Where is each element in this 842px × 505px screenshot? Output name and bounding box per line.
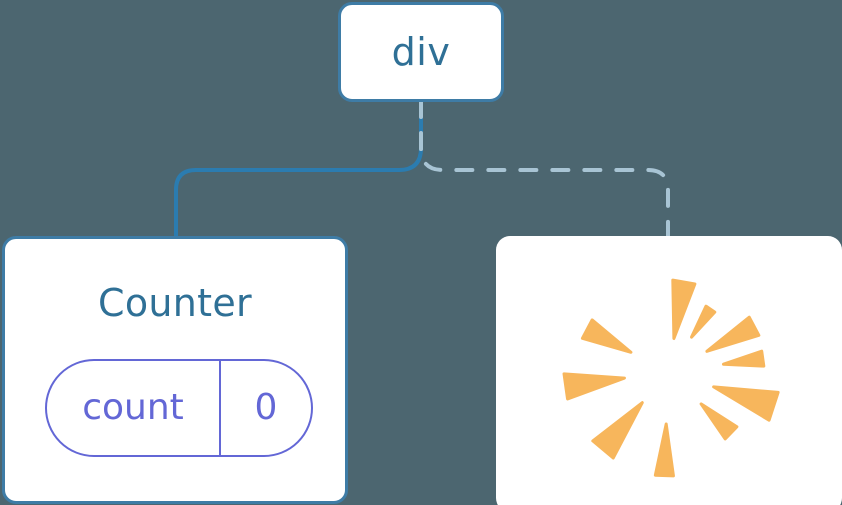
state-pill-count[interactable]: count 0 [45,359,313,457]
sparkle-ray-10 [580,318,633,354]
sparkle-ray-8 [591,401,644,460]
sparkle-ray-7 [653,422,675,478]
connector-div-to-sparkle [419,99,670,240]
connector-div-to-counter [174,99,423,240]
state-pill-key: count [82,387,184,428]
sparkle-ray-5 [712,385,780,422]
sparkle-ray-1 [671,278,697,341]
node-sparkle[interactable] [496,236,842,505]
sparkle-ray-6 [699,402,739,441]
sparkle-ray-9 [562,372,626,401]
sparkle-rays [562,278,780,478]
state-pill-value: 0 [254,387,278,428]
sparkle-ray-2 [689,304,717,339]
sparkle-ray-3 [705,315,761,353]
sparkle-ray-4 [721,349,766,368]
node-counter[interactable]: Counter count 0 [2,236,348,504]
node-div-label: div [391,30,451,74]
sparkle-burst-icon [562,278,780,478]
state-pill-key-cell: count [47,361,221,455]
node-counter-title: Counter [98,281,252,325]
state-pill-value-cell: 0 [221,361,311,455]
node-div[interactable]: div [338,2,504,102]
